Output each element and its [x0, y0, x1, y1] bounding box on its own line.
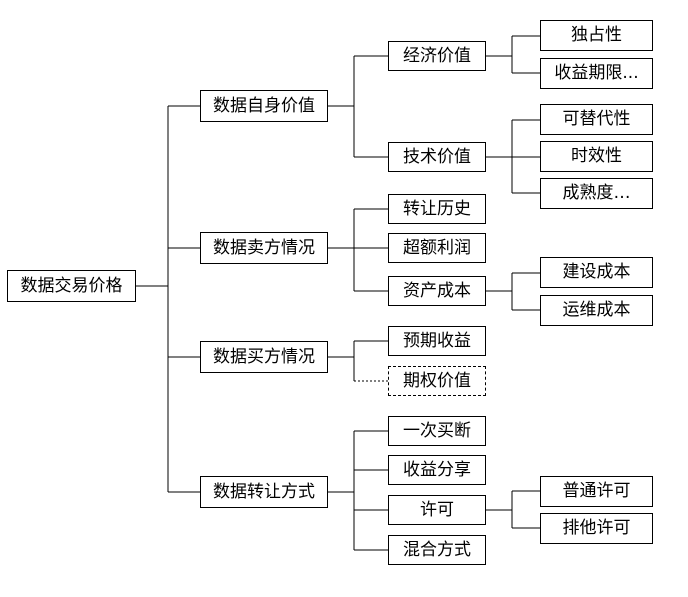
leaf-label: 可替代性 — [562, 109, 631, 129]
subnode-label: 资产成本 — [403, 280, 471, 301]
leaf-maturity: 成熟度… — [540, 178, 653, 209]
subnode-label: 预期收益 — [403, 330, 471, 351]
subnode-asset-cost: 资产成本 — [388, 276, 486, 306]
subnode-excess-profit: 超额利润 — [388, 233, 486, 263]
subnode-license: 许可 — [388, 495, 486, 525]
subnode-label: 转让历史 — [403, 198, 471, 219]
group-label: 数据自身价值 — [213, 95, 315, 116]
subnode-expected-return: 预期收益 — [388, 326, 486, 356]
leaf-label: 排他许可 — [562, 518, 631, 538]
root-node: 数据交易价格 — [7, 270, 136, 302]
subnode-label: 技术价值 — [403, 146, 471, 167]
subnode-label: 超额利润 — [403, 237, 471, 258]
group-node-self-value: 数据自身价值 — [200, 90, 328, 122]
leaf-label: 独占性 — [571, 25, 622, 45]
group-node-seller: 数据卖方情况 — [200, 232, 328, 264]
subnode-label: 一次买断 — [403, 420, 471, 441]
subnode-label: 许可 — [420, 499, 454, 520]
subnode-label: 期权价值 — [403, 370, 471, 391]
group-label: 数据转让方式 — [213, 481, 315, 502]
subnode-economic-value: 经济价值 — [388, 41, 486, 71]
subnode-label: 混合方式 — [403, 539, 471, 560]
subnode-buyout: 一次买断 — [388, 416, 486, 446]
group-node-buyer: 数据买方情况 — [200, 341, 328, 373]
subnode-label: 经济价值 — [403, 45, 471, 66]
subnode-mixed: 混合方式 — [388, 535, 486, 565]
root-node-label: 数据交易价格 — [20, 275, 123, 296]
leaf-timeliness: 时效性 — [540, 141, 653, 172]
subnode-label: 收益分享 — [403, 459, 471, 480]
subnode-revenue-share: 收益分享 — [388, 455, 486, 485]
leaf-revenue-period: 收益期限... — [540, 58, 653, 89]
leaf-label: 普通许可 — [562, 481, 631, 501]
leaf-label: 建设成本 — [562, 262, 631, 282]
subnode-technical-value: 技术价值 — [388, 142, 486, 172]
subnode-transfer-history: 转让历史 — [388, 194, 486, 224]
leaf-construction-cost: 建设成本 — [540, 257, 653, 288]
leaf-label: 运维成本 — [562, 300, 631, 320]
group-node-transfer: 数据转让方式 — [200, 476, 328, 508]
leaf-substitutability: 可替代性 — [540, 104, 653, 135]
leaf-exclusive-license: 排他许可 — [540, 513, 653, 544]
group-label: 数据卖方情况 — [213, 237, 315, 258]
leaf-ordinary-license: 普通许可 — [540, 476, 653, 507]
subnode-option-value: 期权价值 — [388, 366, 486, 396]
leaf-exclusivity: 独占性 — [540, 20, 653, 51]
leaf-label: 成熟度… — [562, 183, 631, 203]
leaf-label: 时效性 — [571, 146, 622, 166]
group-label: 数据买方情况 — [213, 346, 315, 367]
leaf-maintenance-cost: 运维成本 — [540, 295, 653, 326]
leaf-label: 收益期限... — [554, 63, 639, 83]
